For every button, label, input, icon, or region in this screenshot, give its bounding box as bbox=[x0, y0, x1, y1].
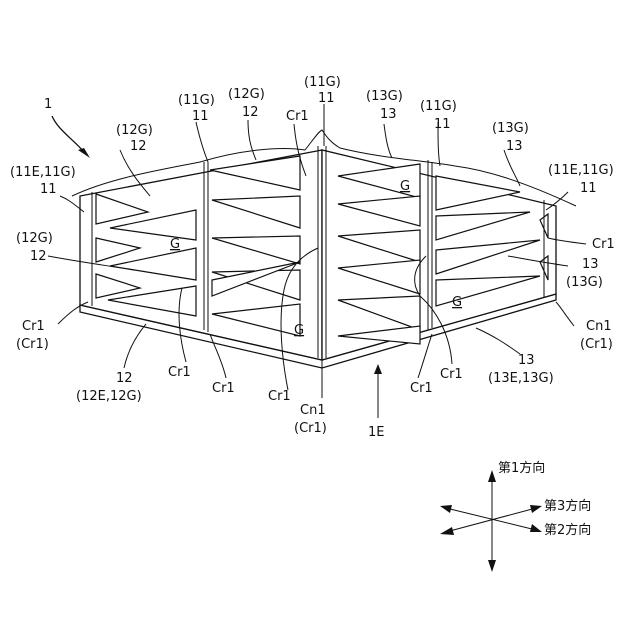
ref-main: 1 bbox=[44, 97, 52, 112]
label-l-13-a: 13 bbox=[380, 107, 397, 122]
label-l-Cn1-bottom: Cn1 bbox=[300, 403, 326, 418]
gap-mark-1: G bbox=[400, 179, 410, 194]
label-l-11G-b: (11G) bbox=[420, 99, 457, 114]
ref-main-arrowhead bbox=[78, 148, 90, 158]
label-l-Cr1-top: Cr1 bbox=[286, 109, 309, 124]
label-l-13-right: 13 bbox=[582, 257, 599, 272]
arrowhead-second-back bbox=[440, 505, 452, 513]
label-l-Cr1-right: Cr1 bbox=[592, 237, 615, 252]
label-l-Cr1-left: Cr1 bbox=[22, 319, 45, 334]
label-l-Cr1-b3: Cr1 bbox=[268, 389, 291, 404]
arrowhead-third-back bbox=[440, 527, 454, 535]
label-l-13E13G: (13E,13G) bbox=[488, 371, 554, 386]
label-l-12-c: 12 bbox=[30, 249, 47, 264]
lattice-plate bbox=[80, 146, 556, 368]
label-l-11-b: 11 bbox=[434, 117, 451, 132]
direction-legend: 第1方向 第3方向 第2方向 bbox=[440, 460, 591, 572]
label-l-11-a: 11 bbox=[192, 109, 209, 124]
label-third-direction: 第3方向 bbox=[544, 498, 591, 514]
label-l-Cr1p-left: (Cr1) bbox=[16, 337, 49, 352]
label-l-11G-top: (11G) bbox=[304, 75, 341, 90]
ref-edge-arrowhead bbox=[374, 364, 382, 374]
arrowhead-second bbox=[530, 524, 542, 532]
ref-edge: 1E bbox=[368, 425, 385, 440]
label-l-12-a: 12 bbox=[130, 139, 147, 154]
gap-mark-2: G bbox=[170, 237, 180, 252]
label-l-Cn1p-right: (Cr1) bbox=[580, 337, 613, 352]
ref-main-arrow bbox=[52, 116, 84, 152]
label-l-13-bottom: 13 bbox=[518, 353, 535, 368]
arrowhead-third bbox=[530, 505, 542, 513]
arrowhead-first-up bbox=[488, 470, 496, 482]
label-second-direction: 第2方向 bbox=[544, 522, 591, 538]
label-l-13G-b: (13G) bbox=[492, 121, 529, 136]
label-l-12G-a: (12G) bbox=[116, 123, 153, 138]
label-l-11-left: 11 bbox=[40, 182, 57, 197]
label-l-11G-a: (11G) bbox=[178, 93, 215, 108]
label-l-12G-b: (12G) bbox=[228, 87, 265, 102]
label-l-12G-c: (12G) bbox=[16, 231, 53, 246]
label-l-Cr1-b2: Cr1 bbox=[212, 381, 235, 396]
label-l-Cn1-right: Cn1 bbox=[586, 319, 612, 334]
label-l-12-bottom: 12 bbox=[116, 371, 133, 386]
label-l-12E12G: (12E,12G) bbox=[76, 389, 142, 404]
label-l-11E11G-right: (11E,11G) bbox=[548, 163, 614, 178]
label-l-13G-a: (13G) bbox=[366, 89, 403, 104]
label-l-13G-right: (13G) bbox=[566, 275, 603, 290]
gap-mark-3: G bbox=[452, 295, 462, 310]
label-l-11-right: 11 bbox=[580, 181, 597, 196]
label-l-13-b: 13 bbox=[506, 139, 523, 154]
label-l-Cn1p-bottom: (Cr1) bbox=[294, 421, 327, 436]
label-l-11-top: 11 bbox=[318, 91, 335, 106]
arrowhead-first-down bbox=[488, 560, 496, 572]
gap-mark-4: G bbox=[294, 323, 304, 338]
label-l-Cr1-b5: Cr1 bbox=[440, 367, 463, 382]
label-l-Cr1-b4: Cr1 bbox=[410, 381, 433, 396]
label-l-Cr1-b1: Cr1 bbox=[168, 365, 191, 380]
label-l-11E11G-left: (11E,11G) bbox=[10, 165, 76, 180]
label-l-12-b: 12 bbox=[242, 105, 259, 120]
label-first-direction: 第1方向 bbox=[498, 460, 545, 476]
